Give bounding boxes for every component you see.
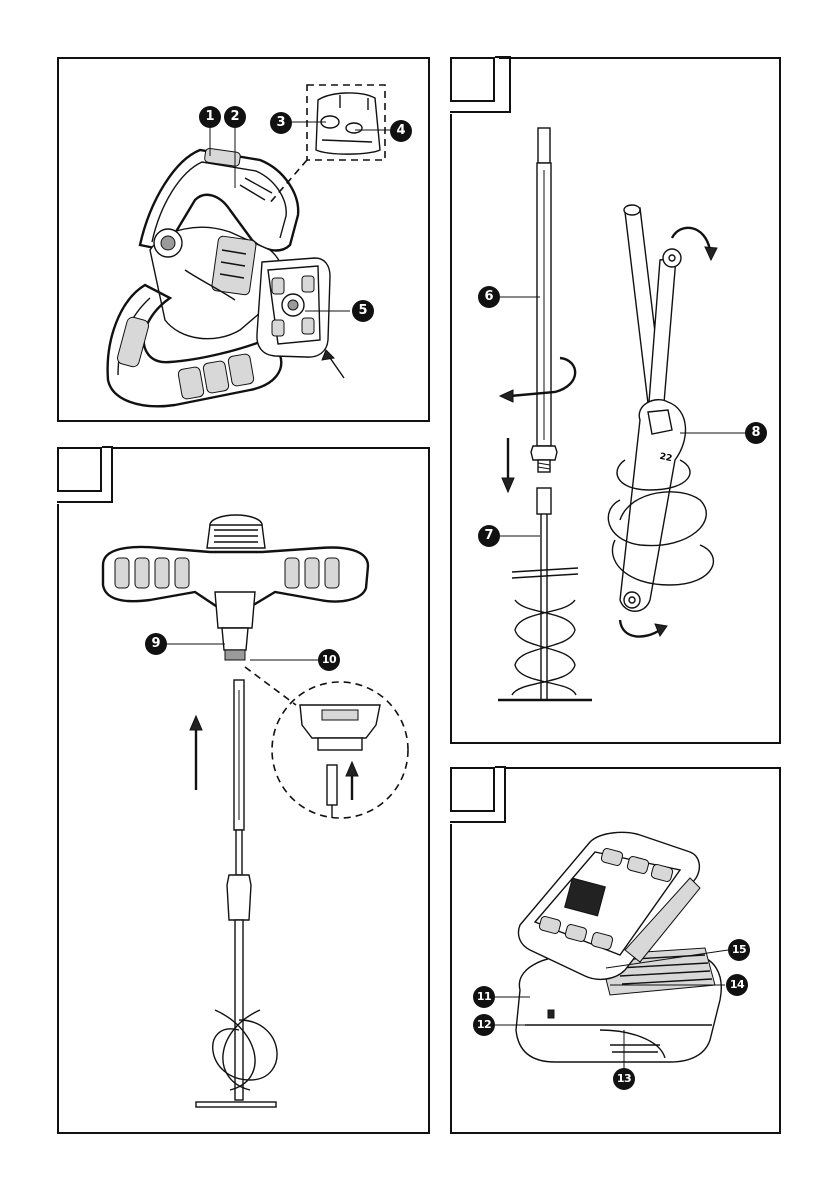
callout-14: 14 [726, 974, 748, 996]
callout-15: 15 [728, 939, 750, 961]
callout-11: 11 [473, 986, 495, 1008]
callout-12: 12 [473, 1014, 495, 1036]
callout-13: 13 [613, 1068, 635, 1090]
